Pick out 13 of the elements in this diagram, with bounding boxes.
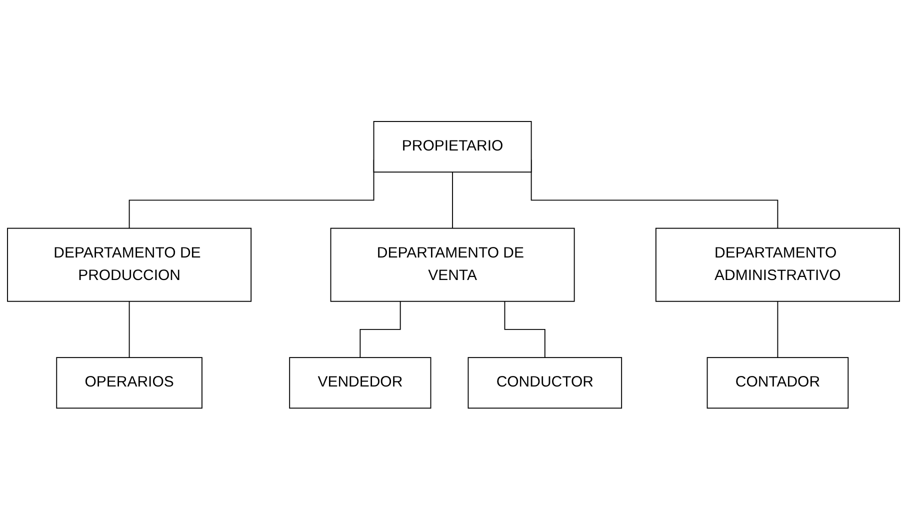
connector bbox=[504, 300, 546, 358]
connector bbox=[452, 171, 453, 228]
connector bbox=[360, 300, 401, 358]
node-box: DEPARTAMENTO ADMINISTRATIVO bbox=[655, 228, 900, 302]
node-box: VENDEDOR bbox=[289, 356, 432, 408]
node-box: PROPIETARIO bbox=[373, 120, 532, 172]
node-box: OPERARIOS bbox=[56, 356, 202, 408]
node-box: DEPARTAMENTO DE VENTA bbox=[330, 228, 575, 302]
node-box: CONDUCTOR bbox=[468, 356, 622, 408]
node-box: CONTADOR bbox=[706, 356, 849, 408]
connector bbox=[777, 300, 778, 358]
connector bbox=[128, 300, 130, 358]
node-box: DEPARTAMENTO DE PRODUCCION bbox=[7, 228, 252, 302]
